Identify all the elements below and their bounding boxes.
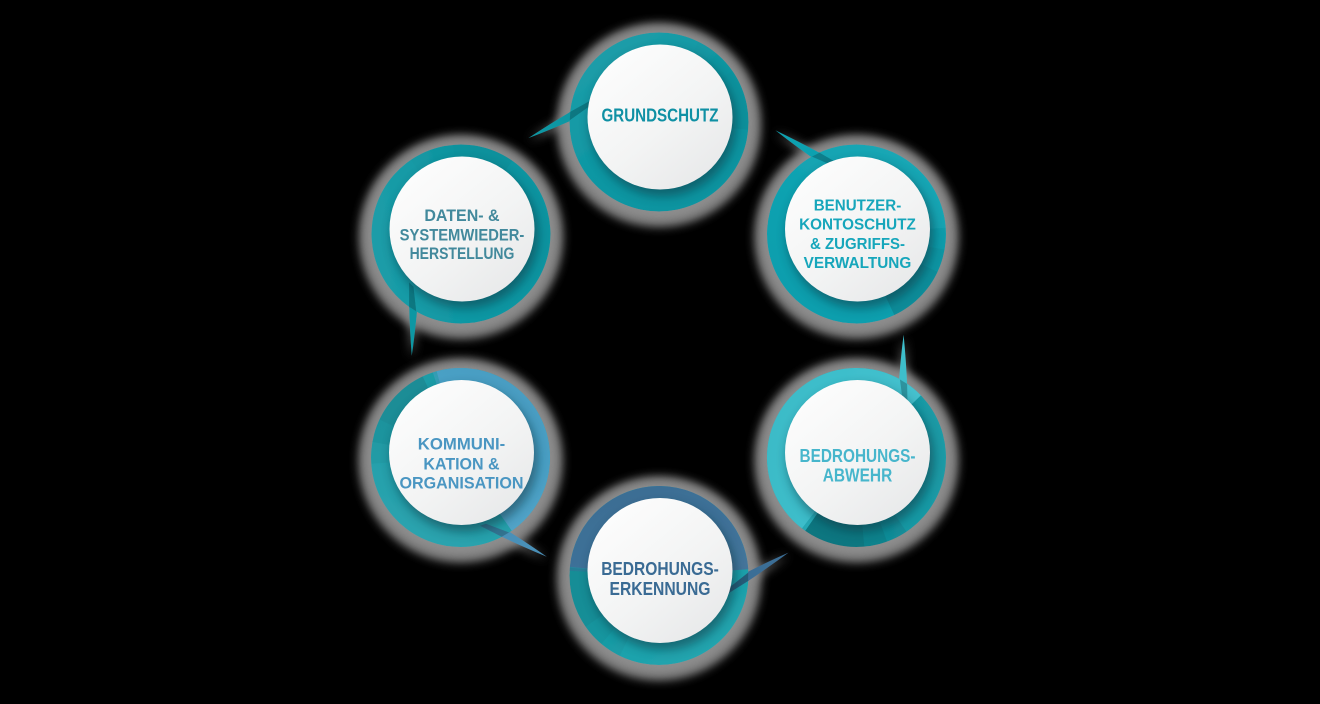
svg-text:BEDROHUNGS-: BEDROHUNGS- [601,559,719,579]
svg-text:KOMMUNI-: KOMMUNI- [418,435,505,453]
svg-text:& ZUGRIFFS-: & ZUGRIFFS- [810,236,905,253]
svg-text:ERKENNUNG: ERKENNUNG [610,579,711,599]
svg-text:ORGANISATION: ORGANISATION [400,475,524,493]
svg-text:SYSTEMWIEDER-: SYSTEMWIEDER- [400,226,525,244]
svg-text:ABWEHR: ABWEHR [823,464,893,485]
svg-text:KONTOSCHUTZ: KONTOSCHUTZ [799,216,916,233]
svg-text:KATION &: KATION & [423,455,499,473]
svg-text:DATEN- &: DATEN- & [424,207,499,225]
svg-text:HERSTELLUNG: HERSTELLUNG [410,245,515,263]
svg-text:BENUTZER-: BENUTZER- [814,197,902,214]
svg-text:GRUNDSCHUTZ: GRUNDSCHUTZ [602,105,719,126]
svg-text:VERWALTUNG: VERWALTUNG [804,255,912,272]
svg-text:BEDROHUNGS-: BEDROHUNGS- [800,445,916,466]
